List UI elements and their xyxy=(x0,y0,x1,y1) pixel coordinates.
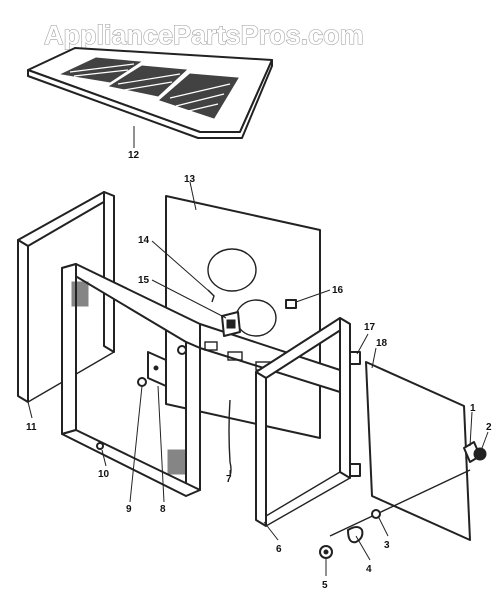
grille-louvers xyxy=(60,57,239,119)
front-frame xyxy=(61,263,341,497)
callout-4: 4 xyxy=(366,564,372,575)
knob xyxy=(473,447,487,461)
callout-7: 7 xyxy=(226,474,232,485)
callout-11: 11 xyxy=(26,422,37,433)
door-panel xyxy=(365,361,471,541)
callout-10: 10 xyxy=(98,469,110,480)
pull-handle xyxy=(347,526,364,544)
callout-2: 2 xyxy=(486,422,492,433)
callout-12: 12 xyxy=(128,150,140,161)
watermark-text: AppliancePartsPros.com xyxy=(44,20,364,50)
callout-1: 1 xyxy=(470,403,476,414)
callout-17: 17 xyxy=(364,322,376,333)
latch xyxy=(349,351,361,477)
callout-13: 13 xyxy=(184,174,196,185)
top-grille xyxy=(27,47,273,139)
callout-18: 18 xyxy=(376,338,388,349)
right-side-frame xyxy=(255,317,351,527)
bracket-plate xyxy=(147,351,167,387)
callout-9: 9 xyxy=(126,504,132,515)
callout-3: 3 xyxy=(384,540,390,551)
callout-5: 5 xyxy=(322,580,328,591)
leader-lines xyxy=(27,126,489,576)
spacer xyxy=(319,545,333,559)
callout-8: 8 xyxy=(160,504,166,515)
screw xyxy=(137,377,147,387)
callout-labels: 12 13 14 15 16 17 18 1 2 3 4 5 6 7 8 9 1… xyxy=(26,150,492,591)
mounting-bracket xyxy=(221,311,241,337)
rod xyxy=(228,399,232,477)
callout-6: 6 xyxy=(276,544,282,555)
small-clip xyxy=(285,299,297,309)
rear-panel xyxy=(165,195,321,439)
callout-16: 16 xyxy=(332,285,344,296)
callout-15: 15 xyxy=(138,275,150,286)
callout-14: 14 xyxy=(138,235,150,246)
